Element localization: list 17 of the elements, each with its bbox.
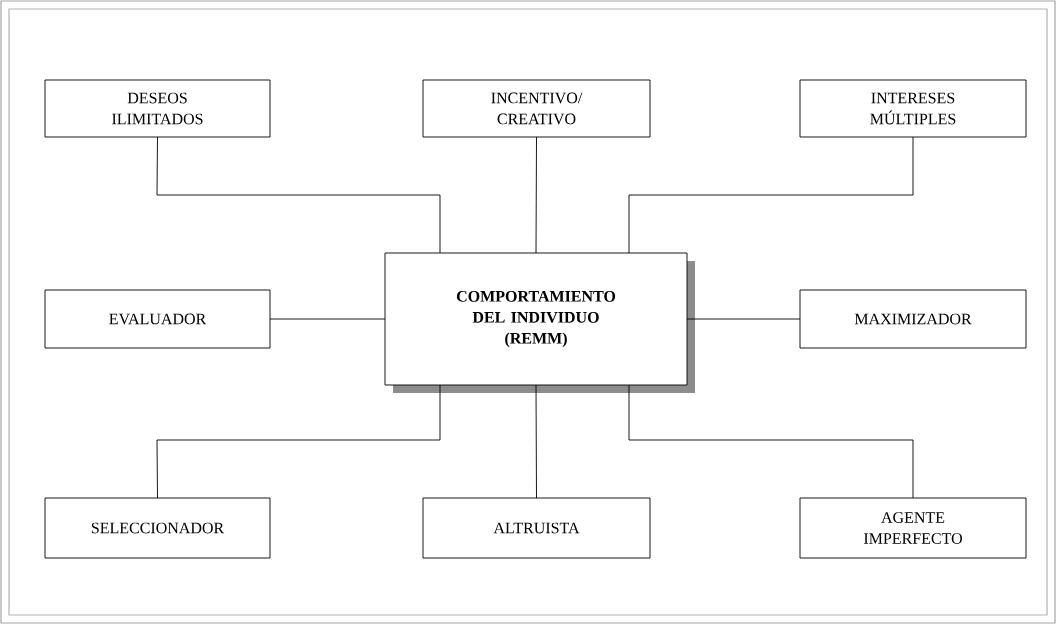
concept-box: INCENTIVO/ CREATIVO	[422, 79, 651, 138]
connector-line	[628, 384, 914, 499]
connector-line	[156, 136, 441, 254]
connector-line	[535, 384, 537, 499]
connector-line	[156, 384, 441, 499]
connector-line	[535, 136, 537, 254]
concept-box: EVALUADOR	[44, 289, 271, 349]
concept-box: ALTRUISTA	[422, 497, 651, 559]
concept-box: MAXIMIZADOR	[799, 289, 1027, 349]
concept-box: SELECCIONADOR	[44, 497, 271, 559]
central-box: COMPORTAMIENTO DEL INDIVIDUO (REMM)	[384, 252, 695, 393]
concept-box: INTERESES MÚLTIPLES	[799, 79, 1027, 138]
connector-line	[686, 318, 801, 320]
connector-line	[628, 136, 914, 254]
concept-box: AGENTE IMPERFECTO	[799, 497, 1027, 559]
connector-line	[269, 318, 386, 320]
concept-box: DESEOS ILIMITADOS	[44, 79, 271, 138]
